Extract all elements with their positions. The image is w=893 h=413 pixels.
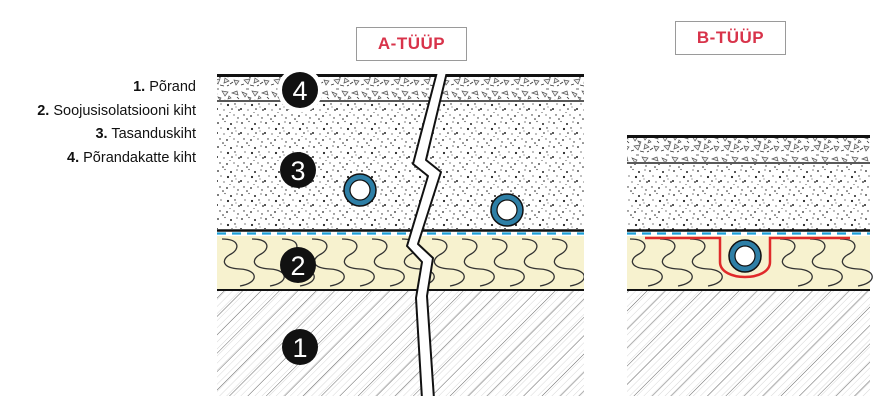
layer-legend: 1. Põrand 2. Soojusisolatsiooni kiht 3. …	[0, 76, 196, 170]
legend-item-3: 3. Tasanduskiht	[95, 126, 196, 142]
type-b-red-film	[645, 236, 850, 279]
svg-text:1: 1	[292, 333, 307, 363]
legend-item-1: 1. Põrand	[133, 79, 196, 95]
type-b-floor-covering-layer	[627, 137, 870, 162]
type-b-title: B-TÜÜP	[675, 21, 786, 55]
svg-text:4: 4	[292, 76, 307, 106]
type-a-title: A-TÜÜP	[356, 27, 467, 61]
marker-layer-1: 1	[282, 329, 318, 365]
svg-text:3: 3	[290, 156, 305, 186]
marker-layer-4: 4	[277, 67, 323, 113]
type-b-screed-layer	[627, 164, 870, 230]
type-b-pipe	[728, 239, 762, 273]
type-a-screed-layer	[217, 102, 584, 229]
type-a-crack	[406, 74, 448, 396]
type-a-pipe-1	[343, 173, 377, 207]
marker-layer-3: 3	[280, 152, 316, 188]
type-a-insulation-layer	[217, 236, 584, 289]
type-a-floor-covering-layer	[217, 76, 584, 100]
legend-item-4: 4. Põrandakatte kiht	[67, 149, 196, 166]
marker-layer-2: 2	[280, 247, 316, 283]
type-a-section	[217, 74, 584, 396]
svg-text:2: 2	[290, 251, 305, 281]
legend-item-2: 2. Soojusisolatsiooni kiht	[37, 102, 196, 119]
type-a-pipe-2	[490, 193, 524, 227]
